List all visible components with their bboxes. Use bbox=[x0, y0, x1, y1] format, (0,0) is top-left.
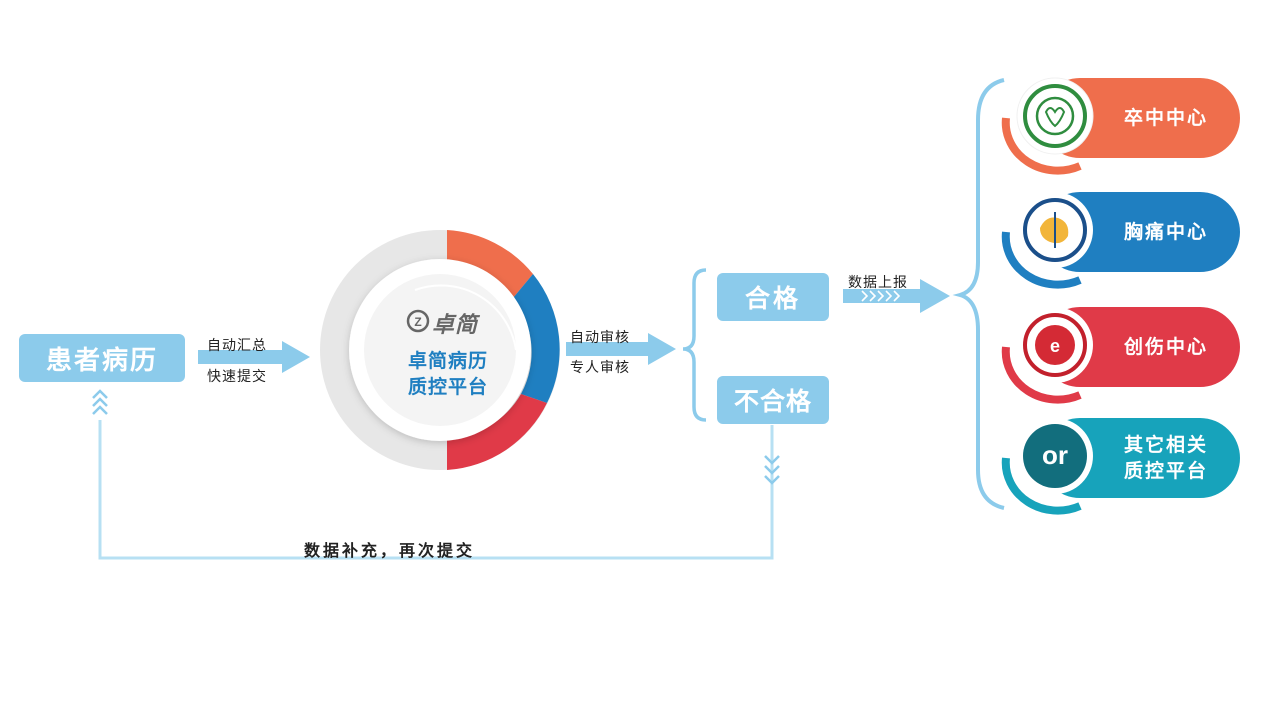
patient-record-box: 患者病历 bbox=[19, 334, 185, 382]
trauma-pill: e bbox=[1001, 307, 1240, 404]
feedback-label: 数据补充，再次提交 bbox=[304, 541, 476, 560]
chest-pain-center-label: 胸痛中心 bbox=[1123, 221, 1208, 243]
flow1-line2: 快速提交 bbox=[207, 369, 267, 385]
chest-pain-pill bbox=[1001, 192, 1240, 289]
other-pill bbox=[1001, 418, 1240, 515]
flow2-line1: 自动审核 bbox=[570, 330, 630, 346]
platform-logo-icon: Z bbox=[406, 309, 430, 333]
other-platform-line1: 其它相关 bbox=[1123, 434, 1208, 456]
platform-circle bbox=[320, 230, 560, 470]
svg-text:Z: Z bbox=[414, 315, 421, 329]
pass-label: 合格 bbox=[744, 284, 801, 313]
patient-record-label: 患者病历 bbox=[45, 345, 158, 376]
platform-logo-text: 卓简 bbox=[432, 313, 479, 338]
report-label: 数据上报 bbox=[848, 275, 908, 291]
result-brace bbox=[682, 268, 707, 422]
other-platform-line2: 质控平台 bbox=[1123, 460, 1208, 482]
fail-label: 不合格 bbox=[733, 387, 812, 416]
flow1-line1: 自动汇总 bbox=[207, 338, 267, 354]
stroke-center-label: 卒中中心 bbox=[1123, 107, 1208, 129]
up-chevrons bbox=[92, 389, 108, 415]
flow2-line2: 专人审核 bbox=[570, 360, 630, 376]
arrow-summary bbox=[198, 341, 310, 373]
down-chevrons bbox=[764, 455, 780, 485]
other-logo-text: or bbox=[1042, 440, 1068, 470]
arrow-review bbox=[566, 333, 676, 365]
platform-line1: 卓简病历 bbox=[407, 350, 488, 372]
platform-line2: 质控平台 bbox=[407, 376, 488, 398]
fail-box: 不合格 bbox=[717, 376, 829, 424]
arrow-report bbox=[843, 279, 950, 313]
feedback-loop-line bbox=[98, 420, 774, 560]
center-pill-stroke bbox=[1001, 77, 1240, 175]
centers-brace bbox=[952, 78, 1005, 510]
trauma-center-label: 创伤中心 bbox=[1123, 336, 1208, 358]
pass-box: 合格 bbox=[717, 273, 829, 321]
svg-text:e: e bbox=[1050, 336, 1060, 356]
